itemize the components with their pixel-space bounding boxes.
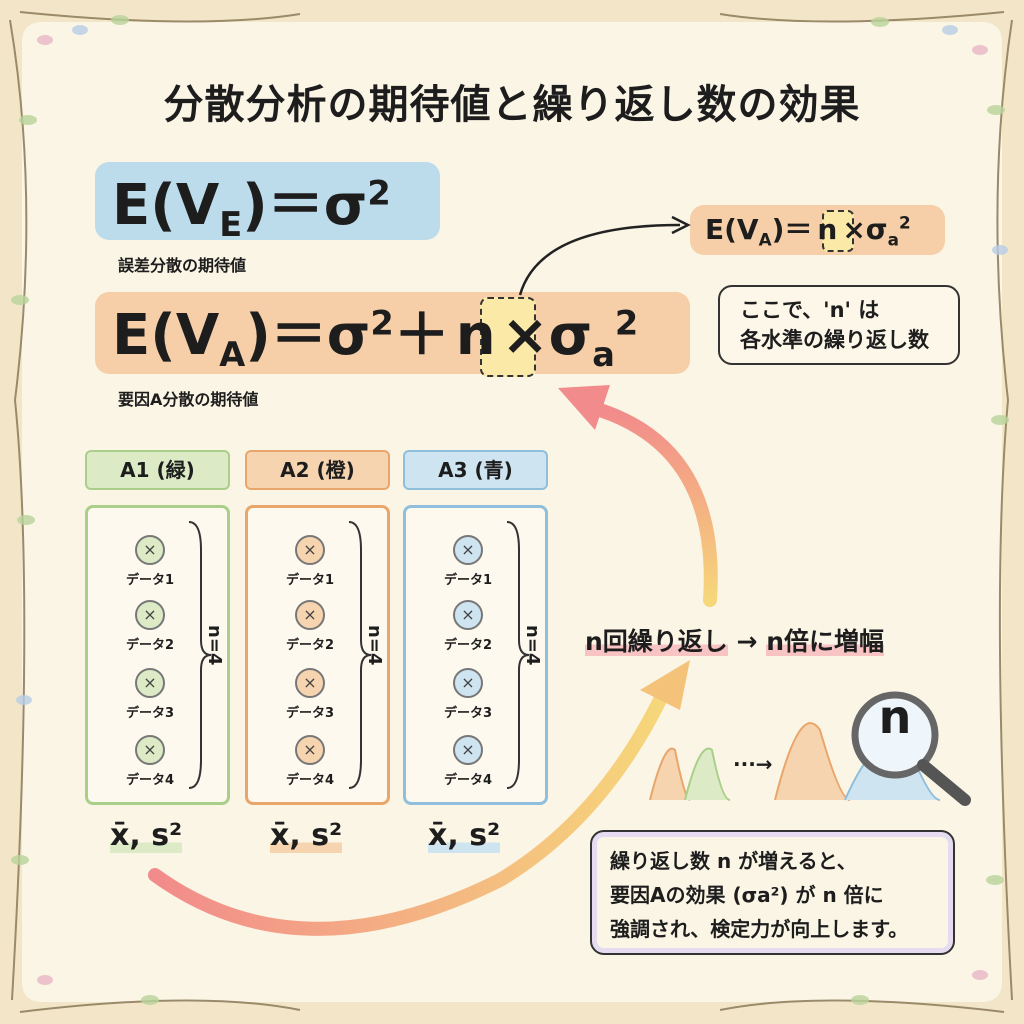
amplify-text: n回繰り返し → n倍に増幅 — [585, 622, 885, 658]
data-point-icon: × — [295, 600, 325, 630]
small-distribution-green — [684, 747, 731, 801]
formula-n: n — [817, 213, 838, 246]
brace-icon — [348, 521, 372, 789]
data-label: データ1 — [125, 573, 175, 588]
data-label: データ2 — [125, 638, 175, 653]
page-title: 分散分析の期待値と繰り返し数の効果 — [163, 82, 861, 128]
group-header: A2 (橙) — [245, 450, 390, 490]
formula-factor-label: 要因A分散の期待値 — [118, 390, 259, 409]
formula-small: E(VA)＝n×σa2 — [705, 208, 911, 250]
formula-factor-highlight — [95, 292, 690, 374]
group-stat: x̄, s² — [428, 818, 501, 853]
data-point-icon: × — [453, 535, 483, 565]
small-distribution-orange — [649, 747, 691, 801]
formula-sub: A — [758, 229, 772, 250]
data-point-icon: × — [453, 600, 483, 630]
formula-sub: a — [887, 229, 899, 250]
magnifier-lens — [851, 691, 939, 779]
callout-line: ここで、'n' は — [740, 298, 880, 322]
amplify-left: n回繰り返し — [585, 627, 728, 656]
data-label: データ3 — [125, 706, 175, 721]
data-label: データ1 — [285, 573, 335, 588]
magnifier-letter: n — [878, 690, 912, 744]
big-curved-arrow — [148, 693, 667, 936]
formula-sup: 2 — [370, 303, 394, 343]
formula-error: E(VE)＝σ2 — [112, 160, 391, 244]
upward-arrow-head — [558, 385, 610, 430]
formula-text: )＝σ — [242, 173, 368, 238]
formula-text: )＝ — [771, 213, 813, 246]
data-label: データ4 — [285, 773, 335, 788]
data-point-icon: × — [453, 668, 483, 698]
group-stat: x̄, s² — [110, 818, 183, 853]
formula-sub: a — [592, 335, 615, 375]
thin-arrow — [518, 223, 681, 296]
data-point-icon: × — [453, 735, 483, 765]
big-curved-arrow-head — [640, 660, 690, 710]
formula-text: ×σ — [842, 213, 888, 246]
formula-sup: 2 — [367, 173, 391, 213]
ellipsis-arrow: ···→ — [733, 752, 773, 776]
upward-arrow — [593, 403, 718, 607]
callout-line: 繰り返し数 n が増えると、 — [610, 849, 857, 873]
data-label: データ1 — [443, 573, 493, 588]
data-label: データ2 — [285, 638, 335, 653]
data-point-icon: × — [135, 668, 165, 698]
distribution-illustration — [649, 691, 971, 806]
formula-text: ×σ — [501, 303, 593, 368]
callout-line: 各水準の繰り返し数 — [740, 328, 929, 352]
data-point-icon: × — [135, 600, 165, 630]
group-header: A1 (緑) — [85, 450, 230, 490]
n-highlight-box — [480, 297, 536, 377]
callout-line: 強調され、検定力が向上します。 — [610, 917, 909, 941]
formula-text: E(V — [112, 173, 220, 238]
group-header: A3 (青) — [403, 450, 548, 490]
formula-sub: A — [219, 335, 246, 375]
brace-icon — [506, 521, 530, 789]
n-count-label: n=4 — [204, 625, 225, 666]
data-label: データ3 — [443, 706, 493, 721]
formula-sub: E — [219, 205, 243, 245]
formula-sup: 2 — [898, 212, 911, 233]
right-arrow-icon: → — [736, 627, 758, 656]
n-explanation-callout: ここで、'n' は 各水準の繰り返し数 — [718, 285, 960, 365]
formula-text: E(V — [705, 213, 759, 246]
formula-text: E(V — [112, 303, 220, 368]
formula-error-highlight — [95, 162, 440, 240]
brace-icon — [188, 521, 212, 789]
n-count-label: n=4 — [364, 625, 385, 666]
formula-text: ＋ — [393, 303, 450, 368]
large-distribution-orange — [774, 722, 851, 801]
formula-small-highlight — [690, 205, 945, 255]
group-stat: x̄, s² — [270, 818, 343, 853]
callout-line: 要因Aの効果 (σa²) が n 倍に — [610, 883, 884, 907]
thin-arrow-head — [671, 215, 691, 235]
data-point-icon: × — [295, 668, 325, 698]
formula-text: )＝σ — [245, 303, 371, 368]
data-label: データ2 — [443, 638, 493, 653]
data-label: データ4 — [125, 773, 175, 788]
amplify-right: n倍に増幅 — [766, 627, 885, 656]
n-count-label: n=4 — [522, 625, 543, 666]
effect-explanation-callout: 繰り返し数 n が増えると、 要因Aの効果 (σa²) が n 倍に 強調され、… — [590, 830, 955, 955]
formula-error-label: 誤差分散の期待値 — [118, 256, 247, 275]
data-label: データ4 — [443, 773, 493, 788]
data-point-icon: × — [135, 735, 165, 765]
data-label: データ3 — [285, 706, 335, 721]
formula-sup: 2 — [614, 303, 639, 343]
n-small-highlight-box — [822, 210, 854, 252]
data-point-icon: × — [135, 535, 165, 565]
magnifier-handle — [917, 759, 971, 806]
formula-factor: E(VA)＝σ2＋n×σa2 — [112, 290, 638, 374]
formula-n: n — [455, 303, 496, 368]
data-point-icon: × — [295, 735, 325, 765]
data-point-icon: × — [295, 535, 325, 565]
